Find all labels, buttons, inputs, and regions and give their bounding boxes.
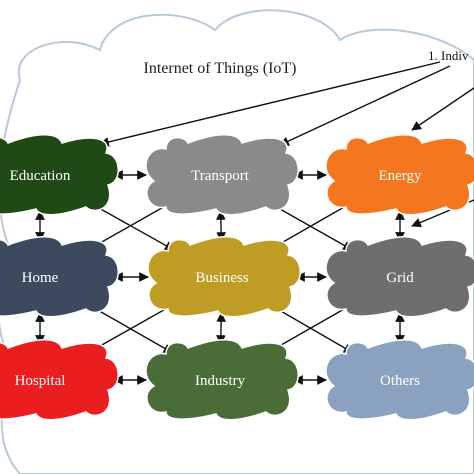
node-home-label: Home	[22, 270, 59, 286]
callout-label: 1. Indiv	[428, 48, 469, 63]
node-grid: Grid	[325, 236, 474, 318]
node-grid-label: Grid	[386, 270, 414, 286]
node-others-cloud	[325, 339, 474, 421]
node-others: Others	[325, 339, 474, 421]
node-transport-label: Transport	[191, 168, 250, 184]
node-business-cloud	[147, 236, 301, 318]
node-home-cloud	[0, 236, 119, 318]
node-industry-cloud	[145, 339, 299, 421]
node-transport-cloud	[145, 134, 299, 216]
node-others-label: Others	[380, 373, 420, 389]
node-home: Home	[0, 236, 119, 318]
node-industry: Industry	[145, 339, 299, 421]
node-energy-label: Energy	[378, 168, 422, 184]
callout-arrows	[99, 61, 474, 228]
node-education: Education	[0, 134, 119, 216]
node-transport: Transport	[145, 134, 299, 216]
node-industry-label: Industry	[195, 373, 245, 389]
node-energy-cloud	[325, 134, 474, 216]
node-hospital-cloud	[0, 339, 119, 421]
node-education-label: Education	[10, 168, 71, 184]
node-hospital: Hospital	[0, 339, 119, 421]
connection-arrows	[35, 170, 405, 385]
node-business: Business	[147, 236, 301, 318]
node-education-cloud	[0, 134, 119, 216]
arrow-business-industry	[215, 312, 227, 345]
node-business-label: Business	[195, 270, 249, 286]
arrow-transport-business	[215, 210, 227, 242]
node-energy: Energy	[325, 134, 474, 216]
node-hospital-label: Hospital	[15, 373, 66, 389]
node-grid-cloud	[325, 236, 474, 318]
diagram-title: Internet of Things (IoT)	[144, 60, 297, 77]
